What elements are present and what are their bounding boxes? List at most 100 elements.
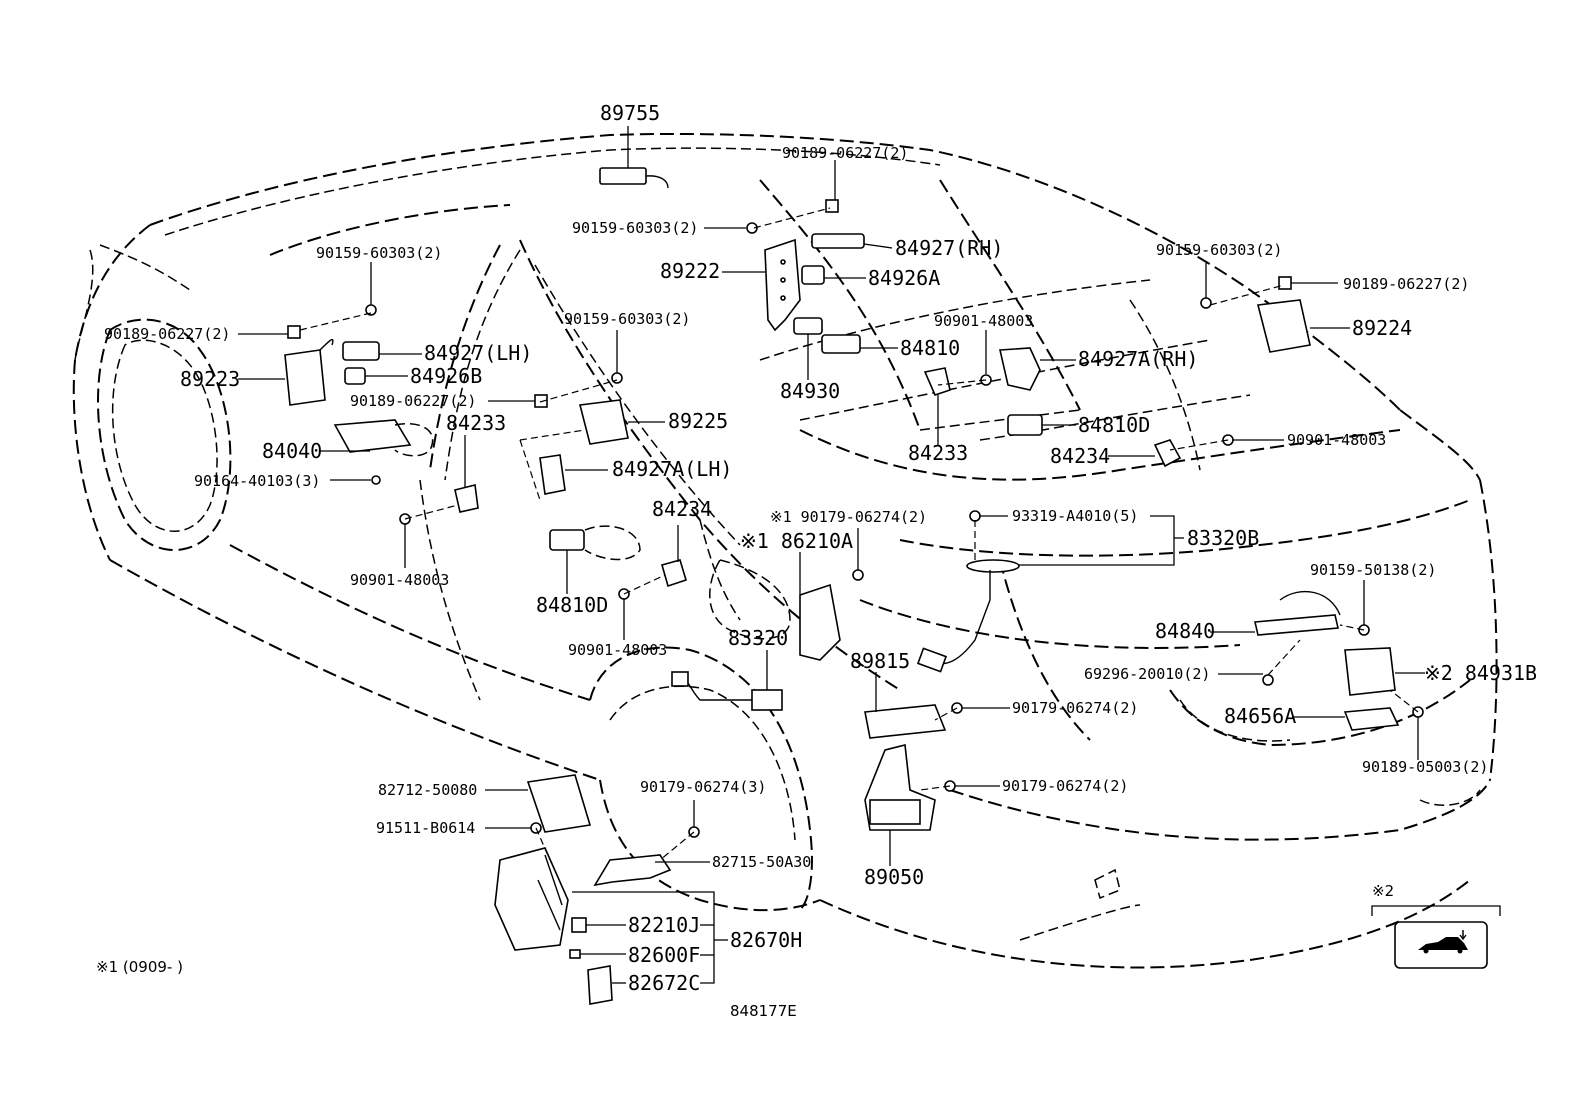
label-82670h: 82670H [730,928,802,952]
label-82672c: 82672C [628,971,700,995]
label-90179-06274-lower: 90179-06274(3) [640,778,766,796]
label-84810d-left: 84810D [536,593,608,617]
label-69296-20010: 69296-20010(2) [1084,665,1210,683]
label-84927-lh: 84927(LH) [424,341,532,365]
part-82600f [569,949,581,959]
label-90164-40103: 90164-40103(3) [194,472,320,490]
label-90189-06227-left: 90189-06227(2) [104,325,230,343]
label-90189-05003: 90189-05003(2) [1362,758,1488,776]
label-82600f: 82600F [628,943,700,967]
part-89222 [764,238,801,332]
label-82715-50a30: 82715-50A30 [712,853,811,871]
label-82712-50080: 82712-50080 [378,781,477,799]
label-83320b: 83320B [1187,526,1259,550]
part-89224 [1256,299,1311,353]
part-84810d-left [549,529,585,551]
part-84927a-rh [999,347,1041,391]
part-89223 [284,349,326,406]
part-84927-rh [811,233,865,249]
part-84656a [1343,707,1400,731]
part-84810d-right [1007,414,1043,436]
label-89223: 89223 [180,367,240,391]
screw-90159-60303-top [746,222,758,234]
label-90179-06274-top: ※1 90179-06274(2) [770,508,927,526]
label-84233-left: 84233 [446,411,506,435]
label-89815: 89815 [850,649,910,673]
label-84234-right: 84234 [1050,444,1110,468]
clip-90189-06227-left [287,325,301,339]
part-84234-left [661,559,687,588]
label-89755: 89755 [600,101,660,125]
label-93319-a4010: 93319-A4010(5) [1012,507,1138,525]
part-84234-right [1153,439,1182,468]
part-84040 [333,419,412,453]
part-89050 [864,744,936,831]
screw-93319-a4010 [969,510,981,522]
label-90189-06227-top: 90189-06227(2) [782,144,908,162]
screw-90164-40103 [371,475,381,485]
part-83320b [916,559,1020,673]
label-84234-left: 84234 [652,497,712,521]
label-84233-mid: 84233 [908,441,968,465]
label-90901-48003-lower: 90901-48003 [568,641,667,659]
label-90159-60303-top: 90159-60303(2) [572,219,698,237]
label-90159-60303-right: 90159-60303(2) [1156,241,1282,259]
part-84931b [1344,647,1396,696]
note-serial-range: ※1 (0909- ) [96,958,183,976]
part-84233-mid [923,367,951,396]
label-84927-rh: 84927(RH) [895,236,1003,260]
label-90179-06274-low: 90179-06274(2) [1002,777,1128,795]
label-84930: 84930 [780,379,840,403]
note2-symbol-group: ※2 [1371,882,1501,969]
part-84233-left [454,484,479,513]
label-84656a: 84656A [1224,704,1296,728]
label-84040: 84040 [262,439,322,463]
clip-90189-06227-top [825,199,839,213]
label-90901-48003-right: 90901-48003 [1287,431,1386,449]
part-84926a [801,265,825,285]
label-84926b: 84926B [410,364,482,388]
part-84926b [344,367,366,385]
label-84810: 84810 [900,336,960,360]
label-83320: 83320 [728,626,788,650]
label-90189-06227-mid: 90189-06227(2) [350,392,476,410]
part-83320 [671,671,783,711]
part-84840 [1254,590,1341,636]
nut-90179-06274-top [852,569,864,581]
car-trunk-open-icon [1418,930,1468,954]
label-89222: 89222 [660,259,720,283]
leader-lines [238,126,1425,984]
part-82712-50080 [526,774,592,833]
screw-90159-60303-right [1200,297,1212,309]
part-labels: 89755 90189-06227(2) 90159-60303(2) 8492… [96,101,1537,1020]
part-84930 [793,317,823,335]
label-89050: 89050 [864,865,924,889]
label-90901-48003-left: 90901-48003 [350,571,449,589]
part-86210a [799,583,841,661]
parts [284,167,1424,1005]
label-89225: 89225 [668,409,728,433]
label-84927a-rh: 84927A(RH) [1078,347,1198,371]
label-90901-48003-mid: 90901-48003 [934,312,1033,330]
label-89224: 89224 [1352,316,1412,340]
label-86210a: ※1 86210A [740,529,853,553]
screw-90159-60303-mid [611,372,623,384]
label-91511-b0614: 91511-B0614 [376,819,475,837]
part-89225 [578,399,629,445]
part-82670h [494,847,569,951]
part-89755 [599,167,669,189]
label-84931b: ※2 84931B [1424,661,1537,685]
car-body-outline [72,132,1498,969]
part-82210j [571,917,587,933]
part-84927a-lh [539,454,566,495]
label-90179-06274-mid: 90179-06274(2) [1012,699,1138,717]
label-90159-60303-left: 90159-60303(2) [316,244,442,262]
part-82672c [587,965,613,1005]
label-90159-50138: 90159-50138(2) [1310,561,1436,579]
screw-69296-20010 [1262,674,1274,686]
label-90189-06227-right: 90189-06227(2) [1343,275,1469,293]
part-84927-lh [342,341,380,361]
label-84927a-lh: 84927A(LH) [612,457,732,481]
part-82715-50a30 [593,854,672,887]
clip-90189-06227-right [1278,276,1292,290]
